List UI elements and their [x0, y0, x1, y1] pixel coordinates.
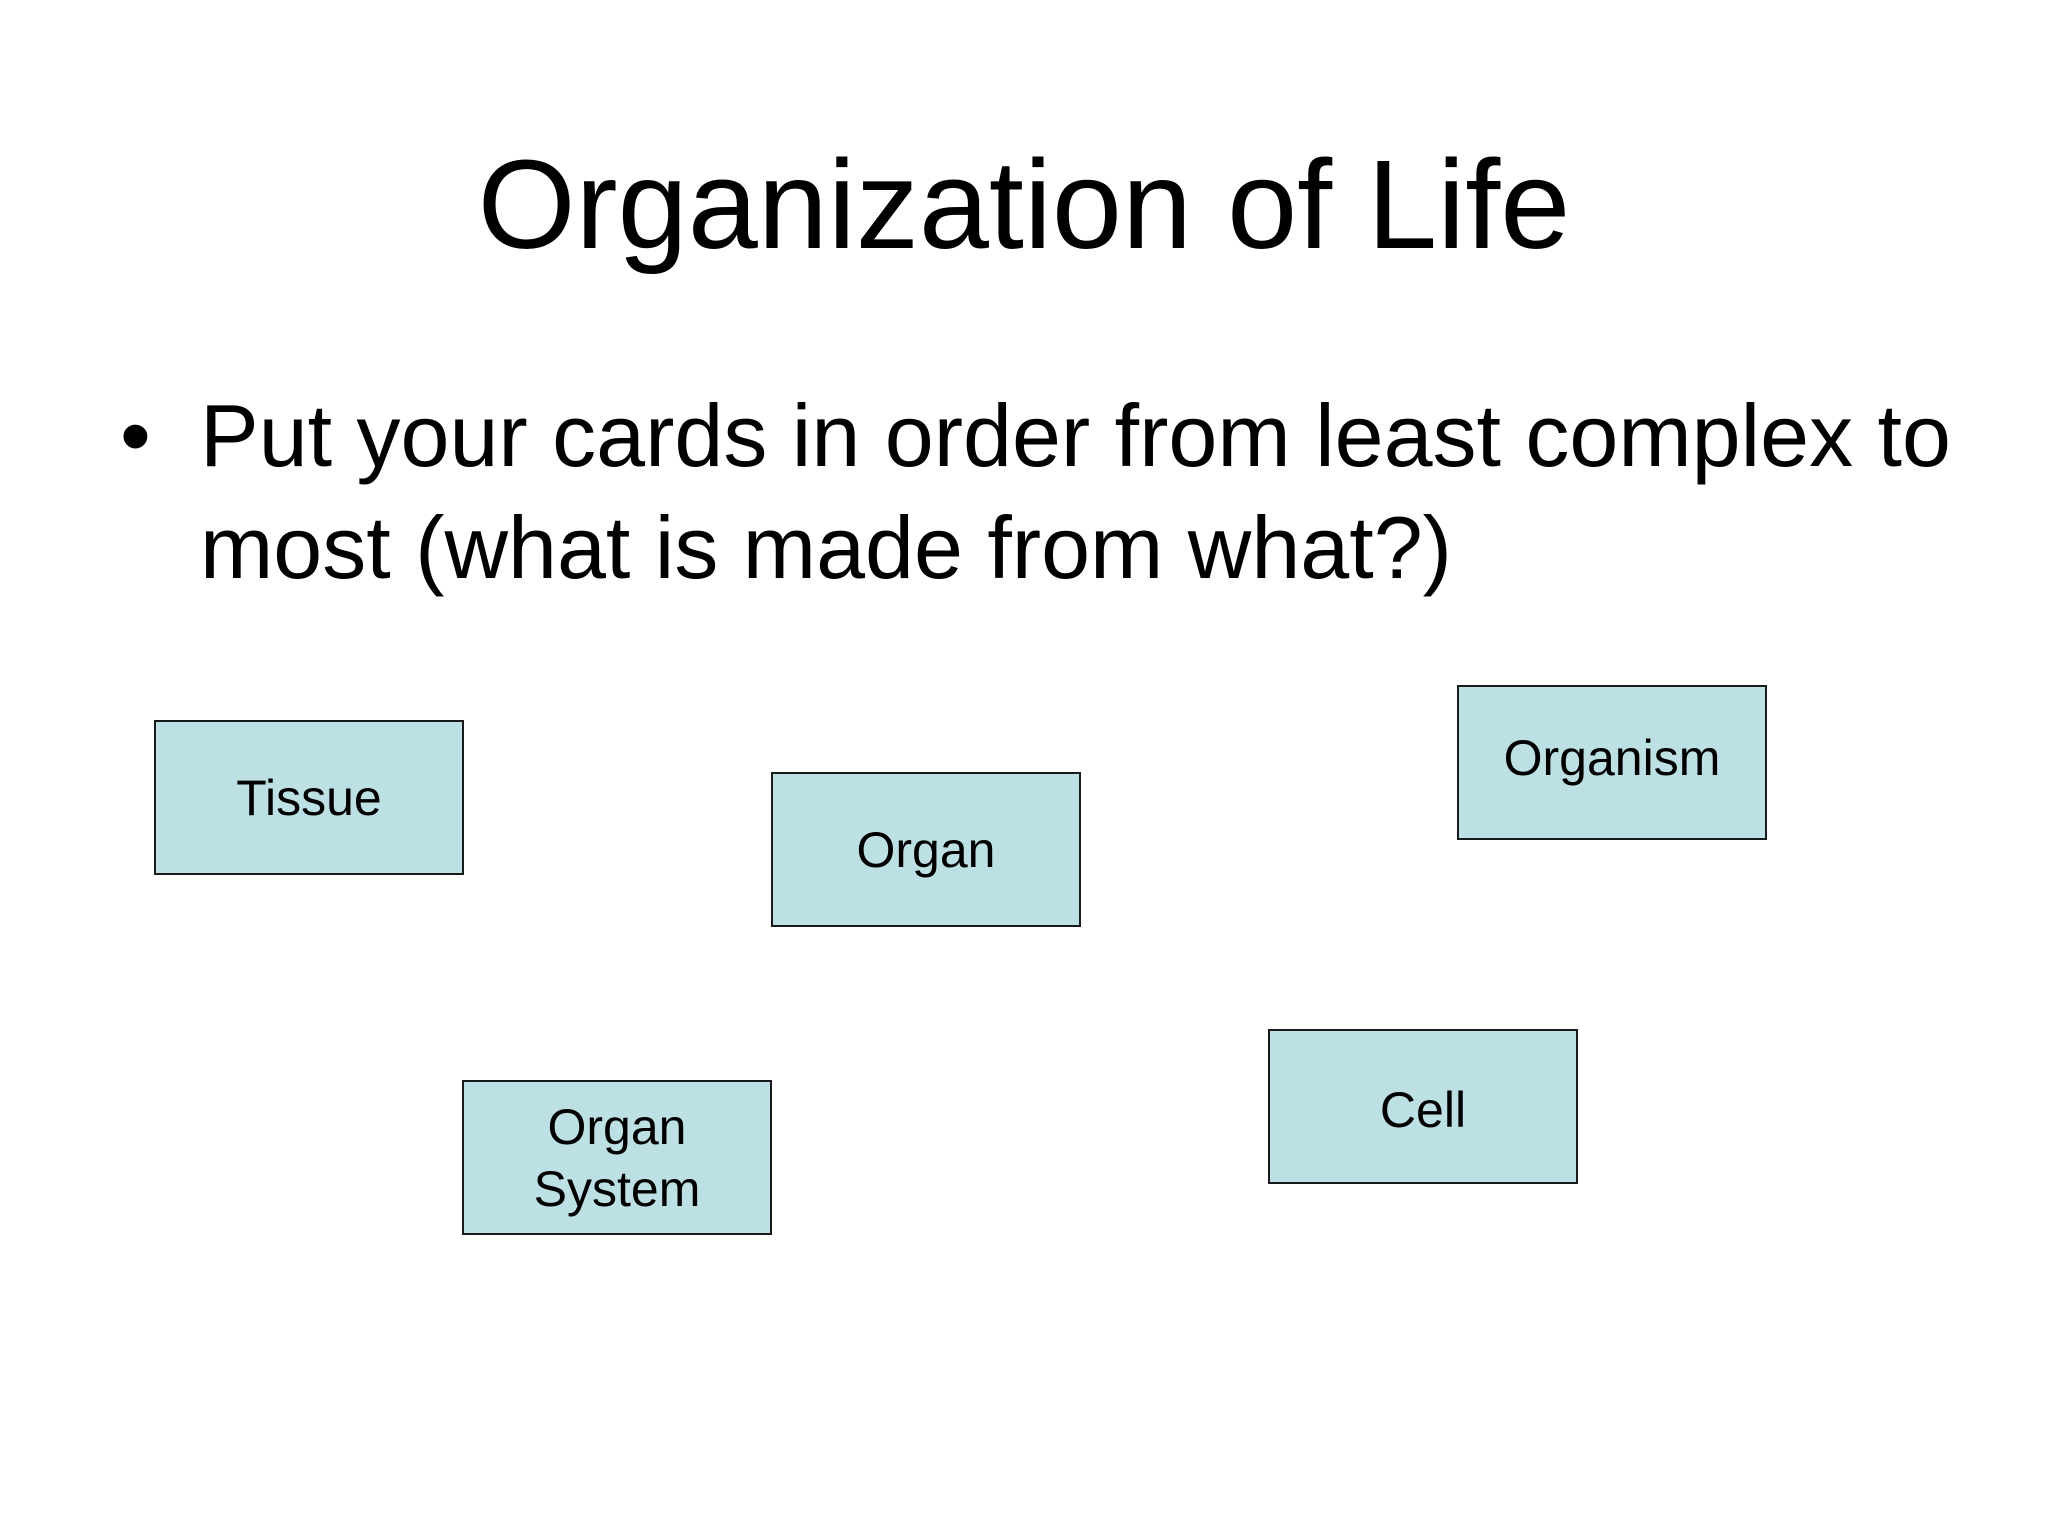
bullet-icon: •: [120, 386, 151, 485]
slide-title: Organization of Life: [477, 134, 1571, 275]
card-label: Tissue: [236, 769, 382, 826]
bullet-text: Put your cards in order from least compl…: [200, 386, 1951, 597]
card-label: Cell: [1379, 1082, 1467, 1138]
card-label: Organ: [856, 821, 996, 878]
card-cell[interactable]: Cell: [1268, 1029, 1578, 1184]
card-tissue[interactable]: Tissue: [154, 720, 464, 875]
card-label: Organism: [1503, 730, 1721, 786]
card-label: Organ System: [533, 1098, 701, 1217]
bullet-item: • Put your cards in order from least com…: [120, 380, 1980, 604]
bullet-list: • Put your cards in order from least com…: [120, 380, 1980, 604]
card-organism[interactable]: Organism: [1457, 685, 1767, 840]
card-organ[interactable]: Organ: [771, 772, 1081, 927]
card-organ-system[interactable]: Organ System: [462, 1080, 772, 1235]
